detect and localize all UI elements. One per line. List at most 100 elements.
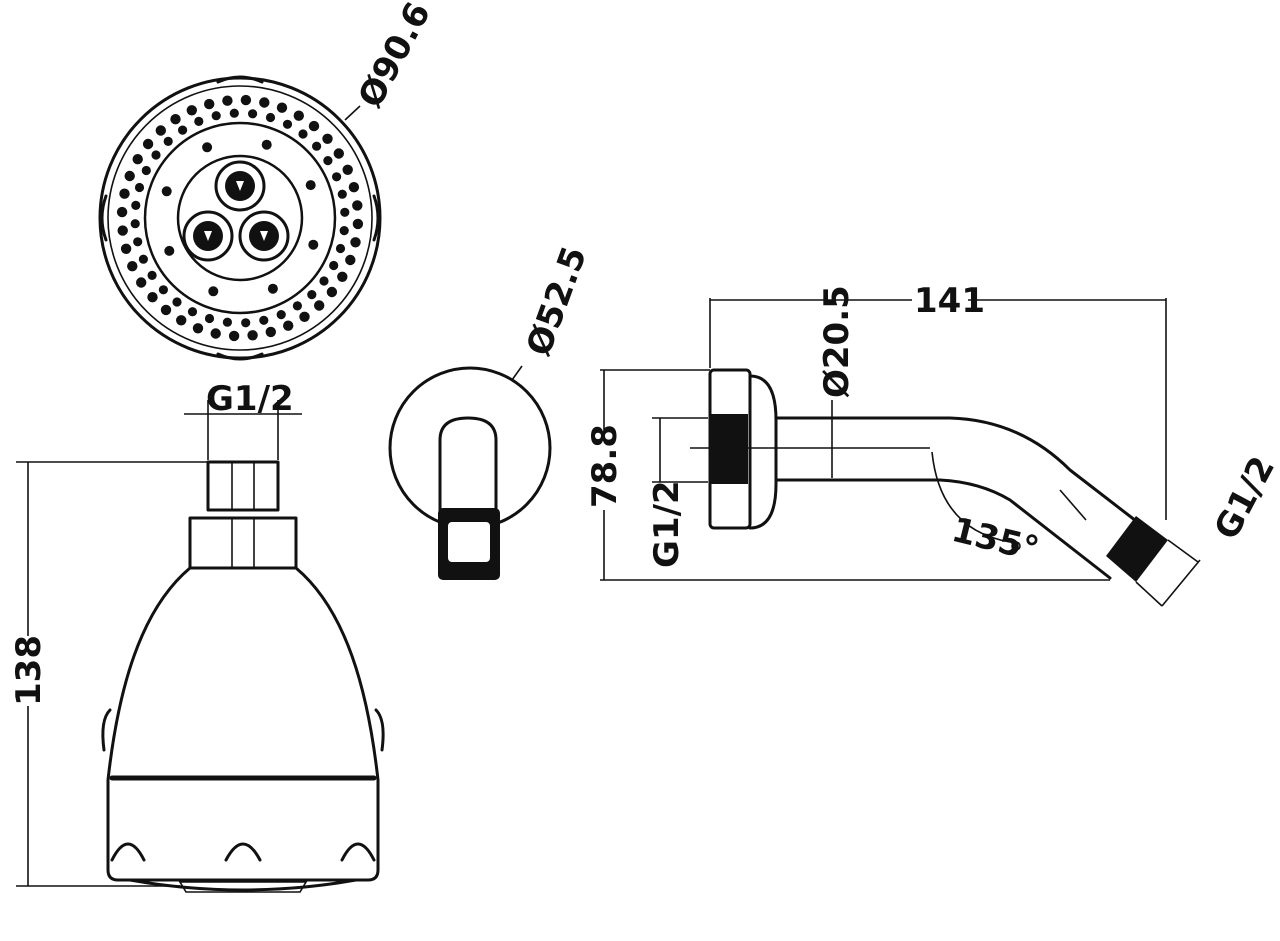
nozzle-dot bbox=[147, 270, 157, 280]
nozzle-dot bbox=[192, 323, 204, 334]
nozzle-dot bbox=[308, 120, 320, 132]
nozzle-dot bbox=[130, 219, 140, 229]
nozzle-dot bbox=[276, 310, 286, 320]
nozzle-dot bbox=[119, 188, 130, 199]
arm-wall-thread-label: G1/2 bbox=[647, 480, 687, 568]
nozzle-dot bbox=[116, 206, 128, 218]
nozzle-dot bbox=[339, 226, 349, 236]
nozzle-dot bbox=[241, 318, 251, 328]
nozzle-dot bbox=[312, 141, 322, 151]
nozzle-dot bbox=[163, 136, 173, 146]
nozzle-dot bbox=[138, 254, 148, 264]
nozzle-dot bbox=[267, 283, 278, 294]
nozzle-dot bbox=[276, 102, 288, 113]
nozzle-dot bbox=[345, 254, 356, 266]
shower-arm-view bbox=[690, 368, 1168, 582]
nozzle-dot bbox=[352, 200, 363, 211]
nozzle-dot bbox=[222, 95, 233, 106]
flange-diameter-label: Ø52.5 bbox=[519, 241, 595, 361]
head-diameter-label: Ø90.6 bbox=[351, 0, 439, 114]
nozzle-dot bbox=[133, 237, 143, 247]
nozzle-dot bbox=[176, 315, 187, 326]
nozzle-dot bbox=[307, 290, 317, 300]
nozzle-dot bbox=[323, 156, 333, 166]
arm-angle-label: 135° bbox=[948, 510, 1043, 570]
arm-wall-thread-dimension bbox=[652, 417, 708, 483]
nozzle-dot bbox=[337, 189, 347, 199]
nozzle-dot bbox=[314, 300, 325, 311]
shower-head-side-view bbox=[101, 460, 385, 893]
nozzle-dot bbox=[208, 286, 219, 297]
nozzle-dot bbox=[186, 105, 197, 116]
nozzle-dot bbox=[337, 271, 348, 282]
nozzle-dot bbox=[120, 243, 132, 254]
nozzle-dot bbox=[178, 125, 188, 135]
nozzle-dot bbox=[292, 301, 302, 311]
nozzle-dot bbox=[142, 138, 154, 150]
nozzle-dot bbox=[350, 237, 361, 248]
nozzle-dot bbox=[332, 172, 342, 182]
nozzle-dot bbox=[259, 97, 270, 108]
nozzle-dot bbox=[308, 239, 319, 250]
nozzle-dot bbox=[172, 297, 182, 307]
nozzle-dot bbox=[222, 317, 232, 327]
nozzle-dot bbox=[305, 180, 316, 191]
nozzle-dot bbox=[187, 307, 198, 317]
nozzle-dot bbox=[248, 109, 258, 119]
shower-head-face-view bbox=[98, 75, 382, 361]
nozzle-dot bbox=[147, 292, 158, 303]
nozzle-dot bbox=[210, 328, 221, 339]
nozzle-dot bbox=[160, 304, 172, 316]
nozzle-dot bbox=[352, 218, 364, 230]
nozzle-dot bbox=[265, 112, 276, 123]
nozzle-dot bbox=[204, 313, 215, 324]
nozzle-dot bbox=[170, 114, 181, 125]
nozzle-dot bbox=[127, 261, 138, 272]
nozzle-dot bbox=[161, 186, 172, 197]
nozzle-dot bbox=[132, 154, 143, 165]
nozzle-dot bbox=[228, 330, 240, 342]
nozzle-dot bbox=[204, 98, 215, 110]
nozzle-dot bbox=[333, 148, 344, 159]
nozzle-dot bbox=[329, 260, 339, 271]
nozzle-dot bbox=[240, 94, 252, 106]
nozzle-dot bbox=[202, 142, 213, 153]
nozzle-dot bbox=[326, 286, 338, 298]
nozzle-dot bbox=[211, 111, 221, 121]
nozzle-dot bbox=[141, 165, 151, 176]
nozzle-dot bbox=[335, 243, 346, 254]
nozzle-dot bbox=[319, 276, 329, 286]
arm-tube-diameter-label: Ø20.5 bbox=[817, 285, 857, 398]
nozzle-dot bbox=[117, 225, 128, 236]
nozzle-dot bbox=[261, 139, 272, 150]
arm-length-dimension bbox=[709, 298, 1167, 520]
nozzle-dot bbox=[283, 320, 294, 331]
nozzle-dot bbox=[158, 285, 168, 295]
nozzle-dot bbox=[340, 207, 350, 217]
head-height-dimension bbox=[16, 461, 208, 887]
nozzle-dot bbox=[298, 129, 308, 139]
arm-height-dimension bbox=[600, 369, 1110, 581]
nozzle-dot bbox=[124, 170, 135, 182]
nozzle-dot bbox=[247, 330, 258, 341]
center-jets bbox=[182, 160, 290, 262]
head-height-label: 138 bbox=[9, 635, 49, 706]
head-inlet-dimension bbox=[184, 400, 302, 460]
nozzle-dot bbox=[348, 182, 360, 193]
arm-height-label: 78.8 bbox=[585, 424, 625, 508]
spray-nozzles bbox=[116, 94, 364, 342]
nozzle-dot bbox=[164, 245, 175, 256]
nozzle-dot bbox=[131, 200, 141, 210]
nozzle-dot bbox=[151, 150, 161, 160]
nozzle-dot bbox=[342, 164, 353, 175]
wall-flange-view bbox=[388, 365, 552, 580]
arm-outlet-thread-label: G1/2 bbox=[1207, 450, 1280, 546]
arm-outlet-thread-dimension bbox=[1135, 539, 1201, 607]
nozzle-dot bbox=[265, 326, 276, 338]
nozzle-dot bbox=[293, 110, 304, 121]
nozzle-dot bbox=[136, 277, 147, 288]
nozzle-dot bbox=[134, 182, 145, 193]
head-inlet-thread-label: G1/2 bbox=[206, 379, 294, 419]
nozzle-dot bbox=[229, 108, 239, 118]
